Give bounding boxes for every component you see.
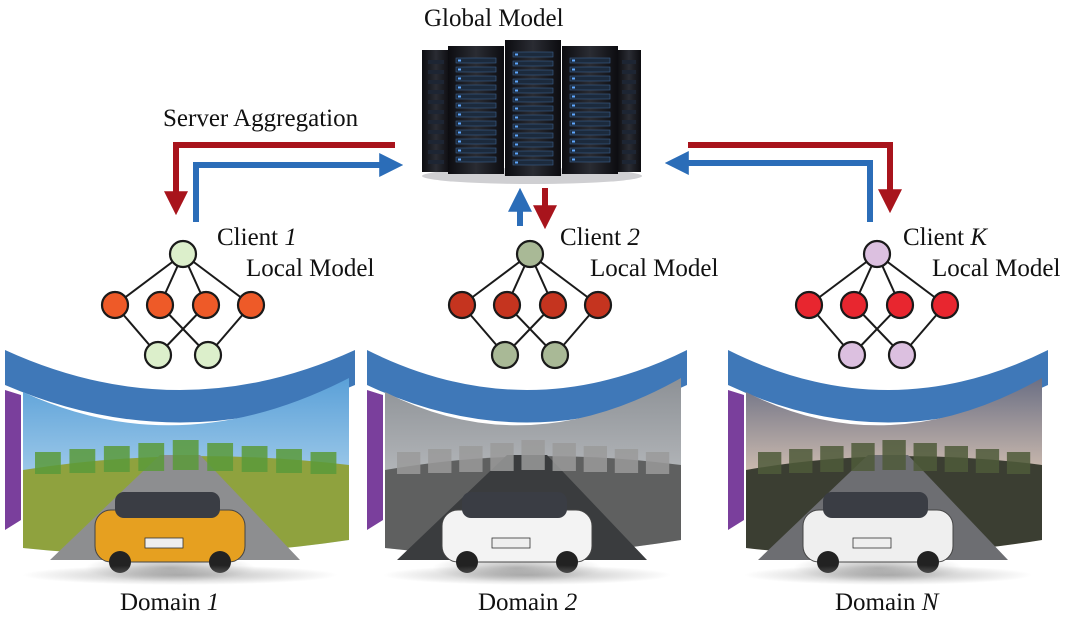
input-node	[168, 239, 198, 269]
client-label-1: Client 1	[217, 224, 297, 251]
curved-screen-band	[728, 350, 1048, 423]
output-node	[837, 340, 867, 370]
hidden-node	[930, 290, 960, 320]
output-node	[490, 340, 520, 370]
download-arrow-client-k	[688, 142, 902, 214]
curved-screen-band	[367, 350, 687, 423]
output-node	[887, 340, 917, 370]
curved-screen-band	[5, 350, 355, 423]
hidden-node	[145, 290, 175, 320]
local-model-label-1: Local Model	[246, 255, 375, 282]
domain-panel-1	[5, 350, 355, 585]
hidden-node	[236, 290, 266, 320]
local-networks	[100, 239, 960, 370]
server-rack-icon	[422, 40, 642, 184]
local-model-label-k: Local Model	[932, 255, 1061, 282]
domain-label-n: Domain N	[835, 589, 939, 616]
hidden-node	[583, 290, 613, 320]
download-arrow-client-1	[164, 142, 395, 216]
hidden-node	[447, 290, 477, 320]
output-node	[143, 340, 173, 370]
domain-panel-2	[367, 350, 687, 585]
hidden-node	[492, 290, 522, 320]
local-model-label-2: Local Model	[590, 255, 719, 282]
client-label-k: Client K	[903, 224, 988, 251]
domain-panels	[5, 350, 1048, 585]
hidden-node	[100, 290, 130, 320]
hidden-node	[794, 290, 824, 320]
domain-label-2: Domain 2	[478, 589, 578, 616]
output-node	[540, 340, 570, 370]
client-label-2: Client 2	[560, 224, 640, 251]
domain-label-1: Domain 1	[120, 589, 220, 616]
hidden-node	[538, 290, 568, 320]
hidden-node	[191, 290, 221, 320]
input-node	[862, 239, 892, 269]
server-aggregation-label: Server Aggregation	[163, 105, 359, 132]
output-node	[193, 340, 223, 370]
neural-network-icon	[100, 239, 266, 370]
hidden-node	[885, 290, 915, 320]
domain-panel-3	[728, 350, 1048, 585]
upload-arrow-client-k	[664, 151, 873, 222]
input-node	[515, 239, 545, 269]
aggregation-arrows	[164, 142, 902, 230]
neural-network-icon	[447, 239, 613, 370]
neural-network-icon	[794, 239, 960, 370]
upload-arrow-client-1	[193, 153, 404, 222]
global-model-title: Global Model	[424, 5, 564, 32]
hidden-node	[839, 290, 869, 320]
